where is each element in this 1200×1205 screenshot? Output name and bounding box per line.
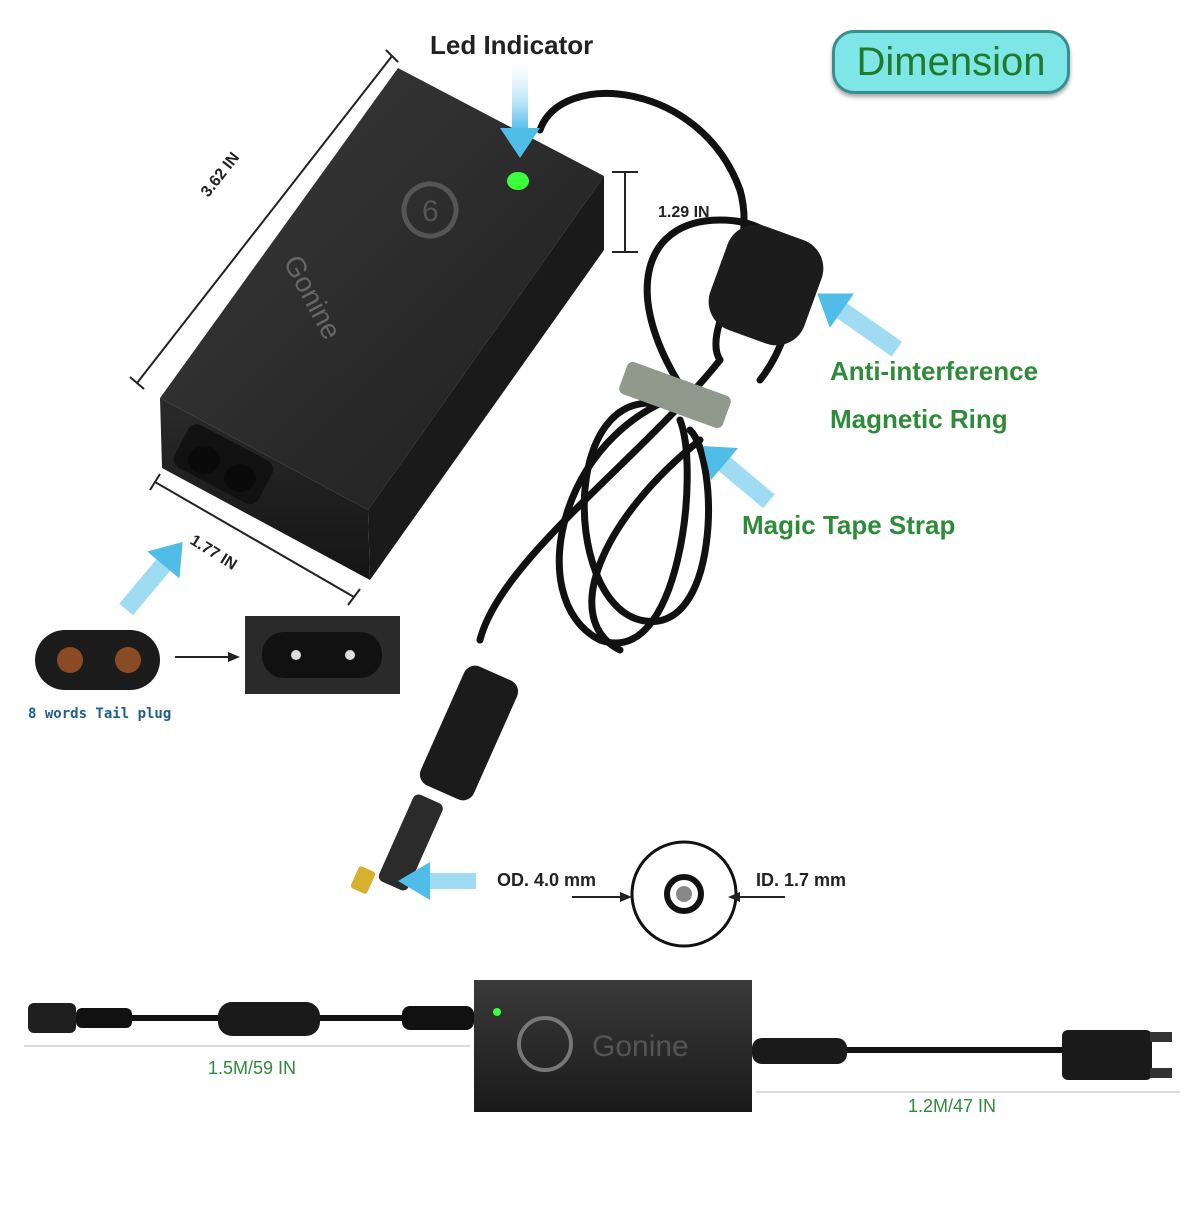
up-arrow-icon	[119, 542, 183, 616]
ferrite-core-icon	[708, 224, 824, 346]
barrel-plug-icon	[350, 665, 519, 894]
tape-strap	[619, 361, 731, 429]
left-arrow-icon	[398, 862, 476, 900]
title-badge: Dimension	[832, 30, 1070, 94]
height-dimension-label: 1.29 IN	[658, 204, 710, 221]
ac-cable-length-label: 1.2M/47 IN	[908, 1096, 997, 1116]
svg-text:6: 6	[422, 195, 439, 228]
magnetic-ring-label-line1: Anti-interference	[830, 356, 1039, 386]
tail-plug-label: 8 words Tail plug	[28, 706, 172, 722]
od-label: OD. 4.0 mm	[497, 870, 597, 890]
connector-cross-section	[572, 840, 785, 948]
dc-cable-length-label: 1.5M/59 IN	[208, 1058, 297, 1078]
brand-logo-icon: 6	[401, 181, 459, 239]
brand-label-flat: Gonine	[592, 1030, 689, 1063]
led-indicator-label: Led Indicator	[430, 30, 594, 60]
adapter-flat-view	[24, 980, 1180, 1112]
dimension-lines	[129, 49, 638, 606]
power-adapter-body	[160, 68, 604, 580]
left-arrow-icon	[703, 446, 775, 509]
id-label: ID. 1.7 mm	[756, 870, 847, 890]
figure-8-socket-icon	[245, 616, 400, 694]
right-arrow-icon	[175, 652, 240, 662]
down-arrow-icon	[500, 60, 540, 158]
tape-strap-label: Magic Tape Strap	[742, 510, 956, 540]
left-arrow-icon	[817, 293, 902, 357]
title-badge-text: Dimension	[856, 39, 1046, 84]
figure-8-plug-icon	[35, 630, 160, 690]
magnetic-ring-label-line2: Magnetic Ring	[830, 404, 1008, 434]
led-light-icon	[507, 172, 529, 190]
